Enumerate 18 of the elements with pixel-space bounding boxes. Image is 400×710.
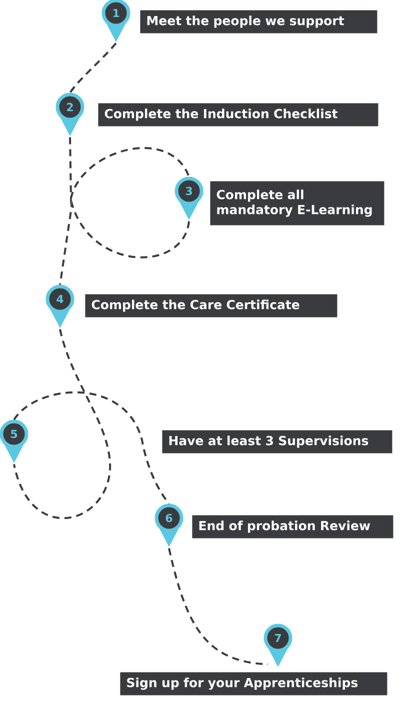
dashed-path	[13, 392, 170, 504]
step-banner: Complete all mandatory E-Learning	[210, 181, 384, 226]
step-banner: Meet the people we support	[140, 10, 378, 34]
step-banner: Complete the Care Certificate	[85, 294, 338, 318]
dashed-path	[69, 42, 117, 94]
step-banner: Have at least 3 Supervisions	[162, 430, 392, 454]
map-pin: 4	[46, 284, 74, 328]
map-pin: 5	[0, 420, 28, 463]
map-pin: 2	[56, 92, 84, 136]
dashed-path	[13, 329, 111, 519]
step-banner: Sign up for your Apprenticeships	[120, 672, 388, 696]
map-pin: 1	[102, 0, 130, 42]
map-pin: 3	[174, 176, 204, 220]
map-pin: 7	[264, 624, 292, 667]
dashed-path	[168, 548, 268, 666]
map-pin: 6	[154, 504, 184, 547]
step-banner: Complete the Induction Checklist	[98, 103, 378, 126]
step-banner: End of probation Review	[192, 515, 394, 538]
